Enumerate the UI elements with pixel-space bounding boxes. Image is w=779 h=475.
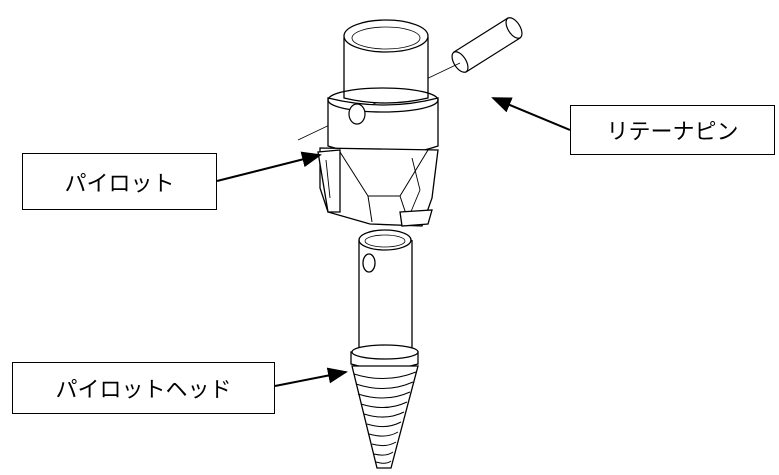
retainer-pin <box>451 17 523 73</box>
pilot-head-label: パイロットヘッド <box>12 362 275 414</box>
pilot <box>317 19 439 227</box>
pilot-head <box>350 229 419 469</box>
pilot-label-text: パイロット <box>64 171 175 197</box>
retainer-pin-label-text: リテーナピン <box>606 120 739 145</box>
retainer-pin-label: リテーナピン <box>570 105 775 155</box>
retainer-pin-arrow <box>491 97 571 131</box>
spiral-threads <box>353 371 417 464</box>
pilot-label: パイロット <box>22 153 217 210</box>
pilot-arrow <box>216 151 322 182</box>
pilot-head-label-text: パイロットヘッド <box>55 378 232 403</box>
pilot-head-arrow <box>274 367 348 387</box>
